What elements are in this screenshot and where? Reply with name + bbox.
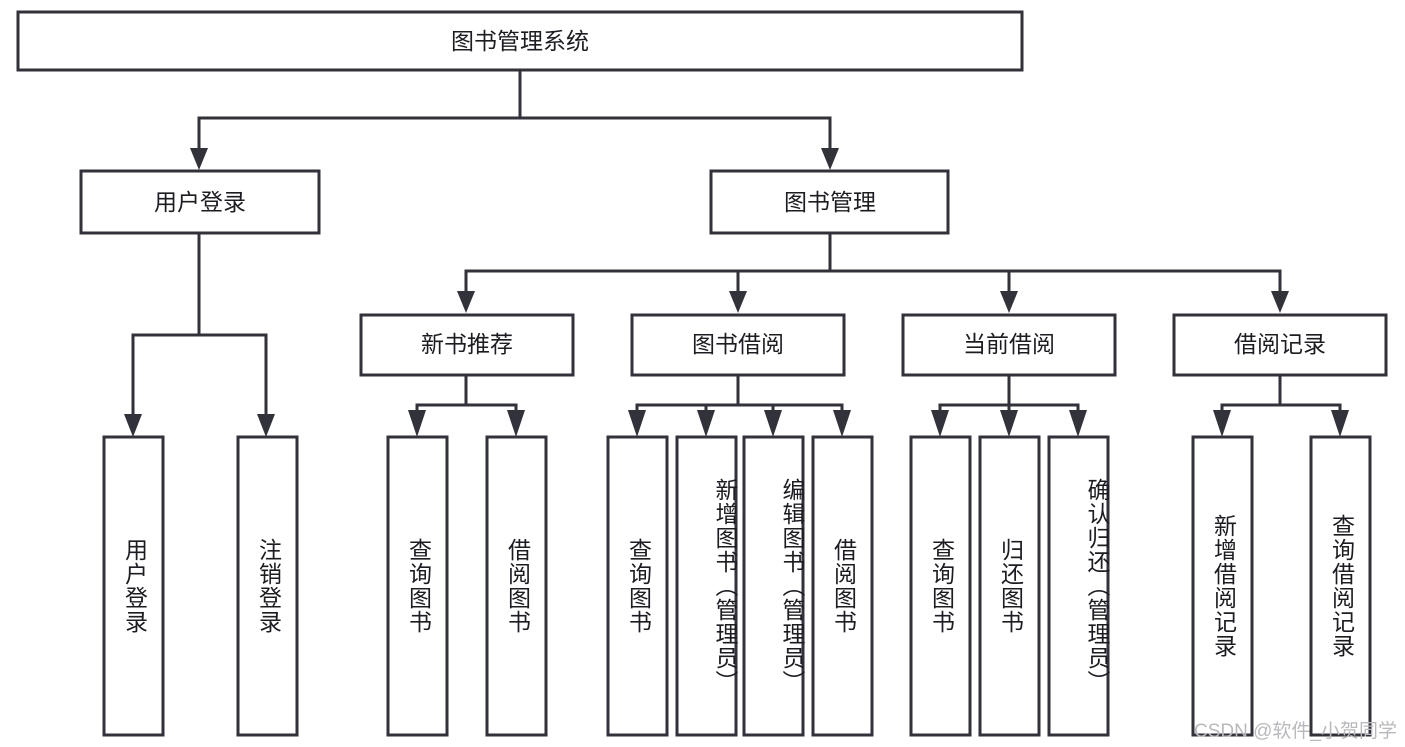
arrow-to-new-book-recommend (457, 291, 475, 313)
node-label-borrow-record: 借阅记录 (1234, 331, 1326, 357)
watermark-text: CSDN @软件_小贺同学 (1194, 721, 1397, 742)
arrow-to-leaf-user-login (124, 414, 142, 437)
node-box-leaf-query-book-2[interactable] (606, 435, 669, 737)
node-box-leaf-borrow-book-1[interactable] (485, 435, 548, 737)
node-box-leaf-return-book[interactable] (978, 435, 1041, 737)
node-box-borrow-record[interactable] (1172, 313, 1388, 377)
arrow-to-leaf-edit-book-admin (764, 410, 782, 437)
arrow-to-leaf-add-borrow-record (1213, 410, 1231, 437)
connector-group-user-login (124, 231, 275, 437)
node-box-leaf-add-book-admin[interactable] (675, 435, 738, 737)
arrow-to-leaf-confirm-return-admin (1069, 410, 1087, 437)
node-box-leaf-query-borrow-record[interactable] (1309, 435, 1372, 737)
node-box-current-borrow[interactable] (901, 313, 1117, 377)
node-box-leaf-query-book-3[interactable] (909, 435, 972, 737)
node-box-leaf-edit-book-admin[interactable] (742, 435, 805, 737)
node-box-leaf-user-login[interactable] (102, 435, 165, 737)
node-box-leaf-borrow-book-2[interactable] (811, 435, 874, 737)
arrow-to-leaf-borrow-book-2 (833, 410, 851, 437)
node-label-book-borrow: 图书借阅 (692, 331, 784, 357)
arrow-to-borrow-record (1271, 291, 1289, 313)
node-box-leaf-query-book-1[interactable] (386, 435, 449, 737)
node-box-book-manage[interactable] (709, 169, 950, 235)
arrow-to-leaf-query-book-2 (628, 410, 646, 437)
node-label-current-borrow: 当前借阅 (963, 331, 1055, 357)
arrow-to-leaf-return-book (1000, 410, 1018, 437)
arrow-to-current-borrow (1000, 291, 1018, 313)
node-box-user-login[interactable] (79, 169, 321, 235)
node-label-user-login: 用户登录 (154, 189, 246, 215)
connector-group-book-manage (457, 231, 1289, 313)
connector-group-new-book-recommend (408, 373, 525, 437)
node-box-leaf-add-borrow-record[interactable] (1191, 435, 1254, 737)
arrow-to-book-manage (821, 148, 839, 170)
node-box-leaf-confirm-return-admin[interactable] (1047, 435, 1110, 737)
node-box-new-book-recommend[interactable] (359, 313, 575, 377)
node-label-book-manage: 图书管理 (784, 189, 876, 215)
arrow-to-leaf-query-book-1 (408, 410, 426, 437)
connector-group-current-borrow (931, 373, 1087, 437)
arrow-to-book-borrow (729, 291, 747, 313)
connector-group-borrow-record (1213, 373, 1349, 437)
node-box-leaf-logout-login[interactable] (236, 435, 299, 737)
connector-group-book-borrow (628, 373, 851, 437)
arrow-to-leaf-logout-login (257, 414, 275, 437)
arrow-to-leaf-borrow-book-1 (507, 410, 525, 437)
arrow-to-leaf-add-book-admin (697, 410, 715, 437)
connector-group-root (190, 68, 839, 170)
node-label-root: 图书管理系统 (451, 28, 589, 54)
node-label-new-book-recommend: 新书推荐 (421, 331, 513, 357)
node-box-root[interactable] (16, 10, 1024, 72)
arrow-to-leaf-query-borrow-record (1331, 410, 1349, 437)
node-box-book-borrow[interactable] (630, 313, 846, 377)
arrow-to-user-login (190, 148, 208, 170)
arrow-to-leaf-query-book-3 (931, 410, 949, 437)
